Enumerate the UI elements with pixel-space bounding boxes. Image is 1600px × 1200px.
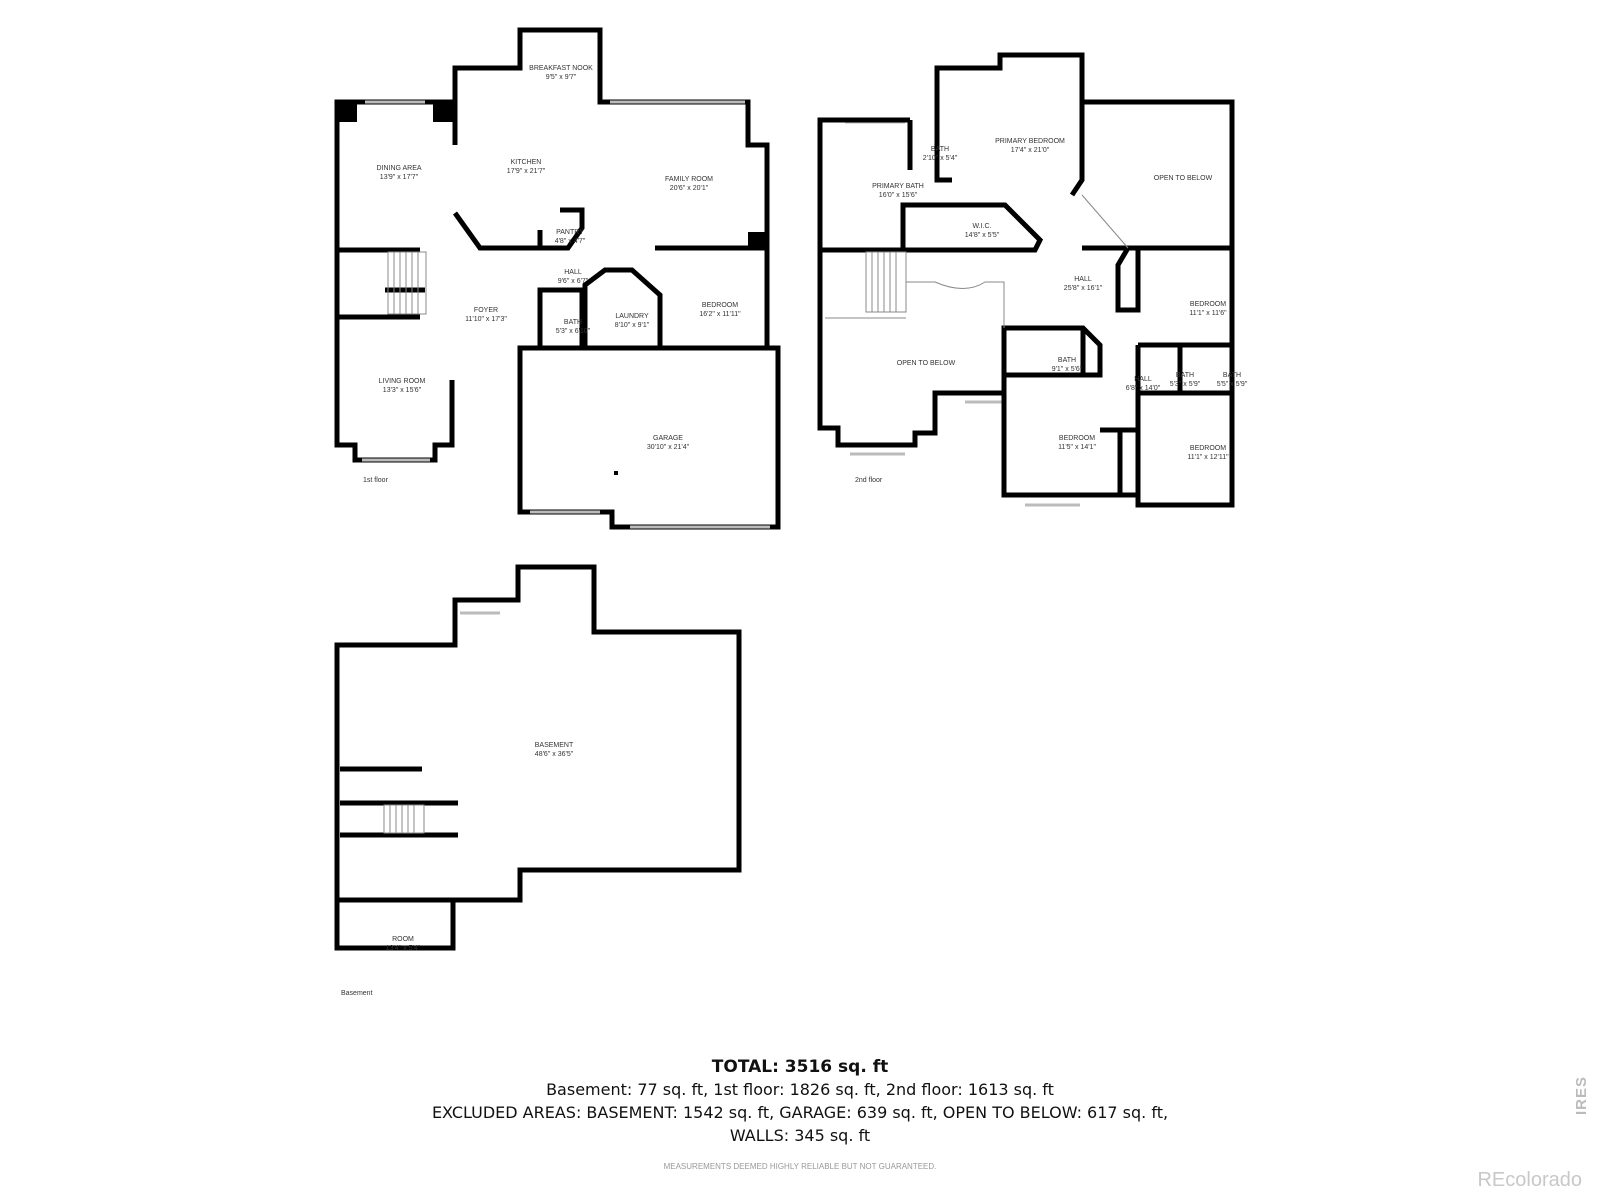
room-label: DINING AREA 13'9" x 17'7" xyxy=(376,164,421,182)
room-label: PRIMARY BATH 16'0" x 15'6" xyxy=(872,182,924,200)
room-label: HALL 6'8" x 14'0" xyxy=(1126,375,1161,393)
floor-areas: Basement: 77 sq. ft, 1st floor: 1826 sq.… xyxy=(546,1080,1054,1099)
floor-label-basement: Basement xyxy=(341,990,373,997)
room-dims: 30'10" x 21'4" xyxy=(646,444,690,451)
room-dims: 13'9" x 17'7" xyxy=(379,174,419,181)
room-dims: 2'10" x 5'4" xyxy=(922,155,958,162)
room-label: BATH 2'10" x 5'4" xyxy=(923,145,958,163)
room-dims: 5'5" x 5'9" xyxy=(1216,381,1248,388)
room-label: OPEN TO BELOW xyxy=(897,359,955,368)
room-name: BATH xyxy=(1175,372,1195,379)
room-dims: 17'4" x 21'0" xyxy=(1010,147,1050,154)
room-label: BEDROOM 16'2" x 11'11" xyxy=(699,301,740,319)
room-dims: 9'5" x 9'7" xyxy=(545,74,577,81)
room-name: BATH xyxy=(1057,357,1077,364)
room-name: HALL xyxy=(1074,276,1092,283)
room-name: OPEN TO BELOW xyxy=(1153,175,1213,182)
room-dims: 6'8" x 14'0" xyxy=(1125,385,1161,392)
basement-walls xyxy=(334,564,742,951)
floor-label-2nd: 2nd floor xyxy=(855,477,883,484)
room-name: LIVING ROOM xyxy=(378,378,426,385)
room-dims: 11'10" x 17'3" xyxy=(465,316,507,323)
room-label: LAUNDRY 8'10" x 9'1" xyxy=(615,312,650,330)
room-label: BEDROOM 11'5" x 14'1" xyxy=(1058,434,1096,452)
room-label: W.I.C. 14'8" x 5'5" xyxy=(965,222,1000,240)
room-dims: 11'1" x 12'11" xyxy=(1187,454,1229,461)
second-floor-stairs xyxy=(825,194,1129,328)
room-dims: 9'6" x 6'7" xyxy=(557,278,589,285)
room-label: HALL 25'8" x 16'1" xyxy=(1064,275,1102,293)
room-dims: 14'8" x 5'5" xyxy=(964,232,1000,239)
room-dims: 13'3" x 15'6" xyxy=(382,387,422,394)
room-label: BATH 5'5" x 5'9" xyxy=(1217,371,1248,389)
room-dims: 16'2" x 11'11" xyxy=(699,311,741,318)
room-name: BATH xyxy=(930,146,950,153)
room-name: HALL xyxy=(564,269,582,276)
room-name: BEDROOM xyxy=(1189,445,1227,452)
room-label: PRIMARY BEDROOM 17'4" x 21'0" xyxy=(995,137,1065,155)
room-name: BASEMENT xyxy=(534,742,574,749)
excluded-areas: EXCLUDED AREAS: BASEMENT: 1542 sq. ft, G… xyxy=(431,1103,1169,1122)
first-floor-details xyxy=(337,102,767,475)
disclaimer: MEASUREMENTS DEEMED HIGHLY RELIABLE BUT … xyxy=(663,1162,937,1171)
room-name: ROOM xyxy=(392,936,414,943)
room-dims: 11'5" x 14'1" xyxy=(1058,444,1096,451)
room-label: BATH 9'1" x 5'6" xyxy=(1052,356,1083,374)
room-name: LAUNDRY xyxy=(615,313,649,320)
room-name: BATH xyxy=(563,319,583,326)
total-area: TOTAL: 3516 sq. ft xyxy=(711,1057,889,1077)
room-dims: 9'1" x 5'6" xyxy=(1051,366,1083,373)
floor-label-1st: 1st floor xyxy=(363,477,388,484)
room-name: FOYER xyxy=(473,307,499,314)
room-dims: 16'0" x 15'6" xyxy=(878,192,918,199)
room-name: OPEN TO BELOW xyxy=(896,360,956,367)
basement-stairs xyxy=(383,804,425,834)
room-name: BEDROOM xyxy=(1189,301,1227,308)
room-name: PRIMARY BATH xyxy=(872,183,924,190)
second-floor-walls xyxy=(817,52,1235,508)
room-dims: 13'4" x 5'4" xyxy=(385,945,421,952)
room-name: GARAGE xyxy=(653,435,683,442)
room-dims: 11'1" x 11'6" xyxy=(1189,310,1227,317)
room-label: LIVING ROOM 13'3" x 15'6" xyxy=(379,377,426,395)
ires-watermark: IRES xyxy=(1573,1075,1590,1115)
room-name: PANTRY xyxy=(556,229,584,236)
room-dims: 5'3" x 6'10" xyxy=(555,328,591,335)
room-label: GARAGE 30'10" x 21'4" xyxy=(647,434,689,452)
room-label: HALL 9'6" x 6'7" xyxy=(558,268,589,286)
room-label: BREAKFAST NOOK 9'5" x 9'7" xyxy=(529,64,593,82)
room-label: BEDROOM 11'1" x 11'6" xyxy=(1189,300,1226,318)
room-dims: 17'9" x 21'7" xyxy=(506,168,546,175)
room-label: BATH 5'3" x 6'10" xyxy=(556,318,591,336)
room-label: OPEN TO BELOW xyxy=(1154,174,1212,183)
room-label: BASEMENT 48'6" x 36'5" xyxy=(535,741,574,759)
room-name: HALL xyxy=(1134,376,1152,383)
room-name: BATH xyxy=(1222,372,1242,379)
room-label: BATH 5'3" x 5'9" xyxy=(1170,371,1201,389)
room-dims: 5'3" x 5'9" xyxy=(1169,381,1201,388)
room-name: FAMILY ROOM xyxy=(665,176,713,183)
room-name: BEDROOM xyxy=(1058,435,1096,442)
walls-area: WALLS: 345 sq. ft xyxy=(729,1126,871,1145)
recolorado-watermark: REcolorado xyxy=(1477,1169,1582,1191)
room-name: BREAKFAST NOOK xyxy=(529,65,593,72)
room-name: W.I.C. xyxy=(972,223,992,230)
room-name: DINING AREA xyxy=(376,165,422,172)
room-name: BEDROOM xyxy=(701,302,739,309)
room-dims: 25'8" x 16'1" xyxy=(1063,285,1103,292)
room-label: KITCHEN 17'9" x 21'7" xyxy=(507,158,545,176)
room-label: FOYER 11'10" x 17'3" xyxy=(465,306,507,324)
room-dims: 20'6" x 20'1" xyxy=(669,185,709,192)
room-label: FAMILY ROOM 20'6" x 20'1" xyxy=(665,175,713,193)
room-name: KITCHEN xyxy=(510,159,542,166)
room-dims: 8'10" x 9'1" xyxy=(614,322,650,329)
first-floor-stairs xyxy=(387,251,427,315)
room-label: BEDROOM 11'1" x 12'11" xyxy=(1187,444,1228,462)
room-dims: 4'8" x 4'7" xyxy=(554,238,586,245)
room-label: PANTRY 4'8" x 4'7" xyxy=(555,228,586,246)
room-name: PRIMARY BEDROOM xyxy=(995,138,1065,145)
room-dims: 48'6" x 36'5" xyxy=(534,751,574,758)
room-label: ROOM 13'4" x 5'4" xyxy=(386,935,421,953)
